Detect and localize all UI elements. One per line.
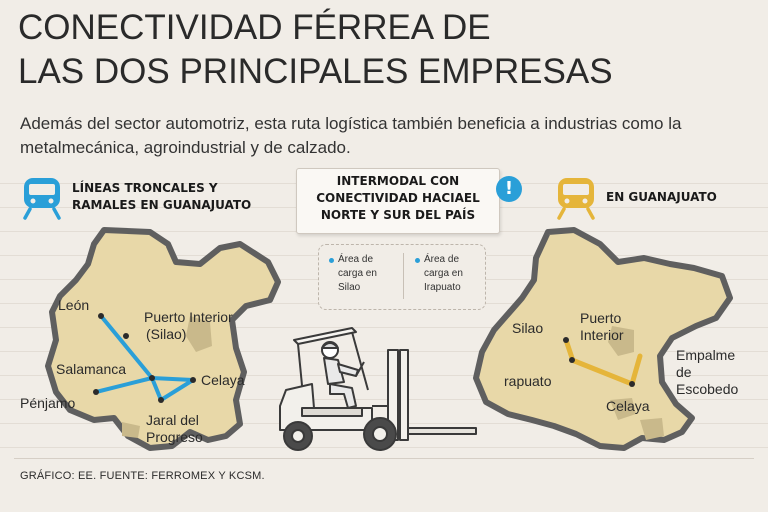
- city-leon: León: [58, 297, 90, 313]
- legend-irapuato-line-2: carga en: [424, 268, 463, 279]
- alert-icon: !: [496, 176, 522, 202]
- right-map-spot-3: [640, 418, 664, 440]
- puerto-right-line-1: Puerto: [580, 310, 622, 326]
- city-irapuato: rapuato: [504, 373, 552, 389]
- left-map-spot-2: [122, 422, 140, 438]
- left-map-shape: [45, 227, 281, 451]
- city-celaya-right: Celaya: [606, 398, 650, 414]
- legend-silao-line-3: Silao: [338, 282, 361, 293]
- puerto-interior-line-2: (Silao): [146, 326, 187, 342]
- legend-irapuato-line-1: Área de: [424, 254, 460, 265]
- subtitle-line-1: Además del sector automotriz, esta ruta …: [20, 114, 682, 133]
- intermodal-box: INTERMODAL CON CONECTIVIDAD HACIAEL NORT…: [296, 168, 500, 234]
- right-map-shape: [473, 227, 733, 451]
- subtitle-line-2: metalmecánica, agroindustrial y de calza…: [20, 138, 351, 157]
- city-celaya-left: Celaya: [201, 372, 245, 388]
- left-map-spot: [186, 316, 212, 352]
- subtitle: Además del sector automotriz, esta ruta …: [20, 112, 760, 160]
- jaral-line-1: Jaral del: [146, 412, 199, 428]
- intermodal-line-1: INTERMODAL CON: [336, 174, 460, 188]
- source-credit: GRÁFICO: EE. FUENTE: FERROMEX Y KCSM.: [20, 470, 265, 482]
- puerto-interior-line-1: Puerto Interior: [144, 309, 233, 325]
- legend-item-silao: Área de carga en Silao: [338, 253, 377, 295]
- cargo-legend: Área de carga en Silao Área de carga en …: [318, 244, 486, 310]
- city-empalme-escobedo: Empalme de Escobedo: [676, 347, 738, 398]
- empalme-line-3: Escobedo: [676, 381, 739, 397]
- city-puerto-interior-right: Puerto Interior: [580, 310, 624, 344]
- title-line-1: CONECTIVIDAD FÉRREA DE: [18, 8, 491, 47]
- right-routes: [563, 337, 643, 387]
- right-map-header: EN GUANAJUATO: [606, 190, 717, 204]
- right-map-spot: [608, 326, 634, 356]
- jaral-line-2: Progreso: [146, 429, 203, 445]
- intermodal-line-3: NORTE Y SUR DEL PAÍS: [320, 208, 476, 222]
- left-header-line-1: LÍNEAS TRONCALES Y: [72, 181, 218, 195]
- intermodal-line-2: CONECTIVIDAD HACIAEL: [316, 191, 480, 205]
- left-routes: [95, 314, 195, 402]
- legend-dot-irapuato: [415, 258, 420, 263]
- intermodal-header: INTERMODAL CON CONECTIVIDAD HACIAEL NORT…: [297, 169, 499, 224]
- title-line-2: LAS DOS PRINCIPALES EMPRESAS: [18, 52, 613, 91]
- right-city-dots: [563, 337, 635, 387]
- city-jaral: Jaral del Progreso: [146, 412, 203, 446]
- train-icon: [23, 178, 61, 220]
- puerto-right-line-2: Interior: [580, 327, 624, 343]
- city-penjamo: Pénjamo: [20, 395, 76, 411]
- train-icon-yellow: [557, 178, 595, 220]
- right-map-spot-2: [610, 398, 636, 420]
- page-title: CONECTIVIDAD FÉRREA DE LAS DOS PRINCIPAL…: [18, 6, 758, 94]
- left-header-line-2: RAMALES EN GUANAJUATO: [72, 198, 252, 212]
- left-city-dots: [93, 313, 196, 403]
- city-puerto-interior: Puerto Interior (Silao): [144, 309, 233, 343]
- legend-item-irapuato: Área de carga en Irapuato: [424, 253, 463, 295]
- city-silao: Silao: [512, 320, 544, 336]
- legend-silao-line-1: Área de: [338, 254, 374, 265]
- legend-separator: [403, 253, 404, 299]
- empalme-line-2: de: [676, 364, 692, 380]
- legend-irapuato-line-3: Irapuato: [424, 282, 461, 293]
- forklift-icon: [279, 327, 477, 451]
- empalme-line-1: Empalme: [676, 347, 736, 363]
- legend-silao-line-2: carga en: [338, 268, 377, 279]
- city-salamanca: Salamanca: [56, 361, 127, 377]
- footer-divider: [14, 458, 754, 459]
- legend-dot-silao: [329, 258, 334, 263]
- left-map-header: LÍNEAS TRONCALES Y RAMALES EN GUANAJUATO: [72, 180, 251, 214]
